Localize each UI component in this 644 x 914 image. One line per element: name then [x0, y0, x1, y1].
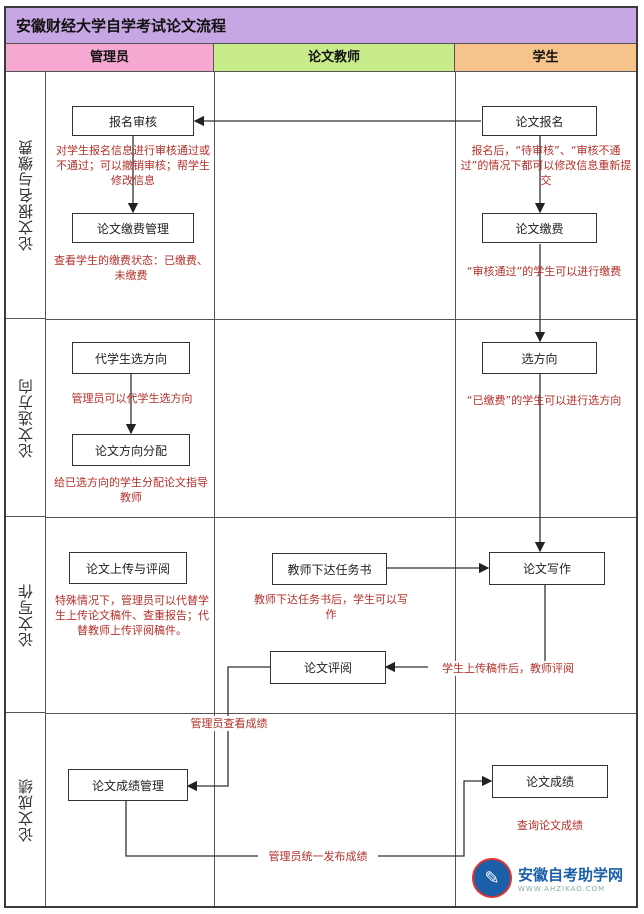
signup-review-box: 报名审核 — [72, 106, 194, 136]
admin-select-note: 管理员可以代学生选方向 — [71, 392, 193, 405]
upload-review-box: 论文上传与评阅 — [69, 552, 187, 584]
student-grade-box: 论文成绩 — [492, 765, 608, 798]
admin-view-grade-note: 管理员查看成绩 — [178, 716, 280, 731]
teacher-task-note: 教师下达任务书后，学生可以写作 — [254, 593, 408, 621]
student-query-note: 查询论文成绩 — [517, 819, 583, 832]
site-watermark: ✎ 安徽自考助学网 WWW.AHZIKAO.COM — [472, 858, 623, 898]
lane-divider — [46, 319, 636, 320]
lane-writing: 论文写作 — [6, 517, 46, 713]
watermark-text: 安徽自考助学网 WWW.AHZIKAO.COM — [518, 864, 623, 893]
watermark-name: 安徽自考助学网 — [518, 865, 624, 884]
lane-divider — [46, 713, 636, 714]
student-upload-note: 学生上传稿件后，教师评阅 — [428, 661, 588, 676]
column-header-student: 学生 — [455, 44, 636, 72]
lane-direction: 论文选方向 — [6, 319, 46, 517]
admin-publish-note: 管理员统一发布成绩 — [258, 849, 378, 864]
column-divider — [214, 72, 215, 906]
student-fee-note: “审核通过”的学生可以进行缴费 — [466, 265, 622, 278]
admin-assign-note: 给已选方向的学生分配论文指导教师 — [54, 476, 208, 504]
student-direction-box: 选方向 — [482, 342, 597, 374]
lane-divider — [46, 517, 636, 518]
paper-review-box: 论文评阅 — [270, 651, 386, 684]
fee-management-box: 论文缴费管理 — [72, 213, 194, 243]
column-header-teacher: 论文教师 — [214, 44, 455, 72]
column-header-admin: 管理员 — [6, 44, 214, 72]
lane-grade: 论文成绩 — [6, 713, 46, 906]
student-signup-box: 论文报名 — [482, 106, 597, 136]
admin-review-note: 对学生报名信息进行审核通过或不通过；可以撤销审核；帮学生修改信息 — [56, 144, 210, 187]
select-for-student-box: 代学生选方向 — [72, 342, 190, 374]
student-writing-box: 论文写作 — [489, 552, 605, 585]
column-divider — [455, 72, 456, 906]
direction-assign-box: 论文方向分配 — [72, 434, 190, 466]
admin-fee-note: 查看学生的缴费状态：已缴费、未缴费 — [54, 254, 208, 282]
student-fee-box: 论文缴费 — [482, 213, 597, 243]
watermark-url: WWW.AHZIKAO.COM — [518, 884, 606, 893]
arrow-writing-to-review — [384, 584, 546, 673]
arrow-publish-grade — [125, 775, 493, 857]
site-logo-icon: ✎ — [472, 858, 512, 898]
grade-management-box: 论文成绩管理 — [68, 769, 188, 801]
student-signup-note: 报名后，“待审核”、“审核不通过”的情况下都可以修改信息重新提交 — [460, 144, 632, 187]
student-direction-note: “已缴费”的学生可以进行选方向 — [466, 394, 622, 407]
teacher-task-box: 教师下达任务书 — [272, 553, 387, 585]
admin-upload-note: 特殊情况下，管理员可以代替学生上传论文稿件、查重报告；代替教师上传评阅稿件。 — [55, 594, 209, 637]
lane-signup-fee: 论文报名与缴费 — [6, 72, 46, 319]
diagram-title: 安徽财经大学自学考试论文流程 — [6, 8, 636, 44]
